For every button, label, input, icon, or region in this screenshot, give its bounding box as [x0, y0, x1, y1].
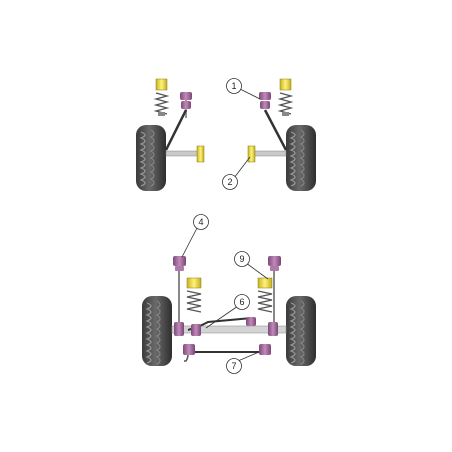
front-suspension [136, 78, 316, 191]
rear-lower-bar [183, 344, 271, 362]
callout-circle-6 [234, 294, 250, 310]
front-right-tyre-icon [286, 125, 316, 191]
front-left-tyre-icon [136, 125, 166, 191]
callout-circle-1 [226, 78, 242, 94]
callout-circle-4 [193, 214, 209, 230]
callout-label-4: 4 [198, 217, 203, 227]
callouts: 1 2 4 9 6 7 [181, 78, 269, 374]
front-right-lower-link [247, 145, 287, 163]
callout-circle-7 [226, 358, 242, 374]
rear-right-tyre-icon [286, 296, 316, 366]
front-left-spring-icon [153, 78, 170, 116]
rear-left-tyre-icon [142, 296, 172, 366]
rear-left-spring-icon [186, 277, 202, 313]
callout-circle-2 [222, 174, 238, 190]
callout-label-2: 2 [227, 177, 232, 187]
front-left-strut [164, 92, 192, 151]
rear-right-spring-icon [257, 277, 273, 313]
front-right-strut [259, 92, 288, 151]
callout-label-6: 6 [239, 297, 244, 307]
callout-label-1: 1 [231, 81, 236, 91]
callout-label-9: 9 [239, 254, 244, 264]
front-left-lower-link [165, 145, 205, 163]
front-right-spring-icon [277, 78, 294, 116]
callout-label-7: 7 [231, 361, 236, 371]
rear-suspension [142, 256, 316, 366]
rear-right-damper [268, 256, 281, 326]
callout-circle-9 [234, 251, 250, 267]
rear-left-damper [173, 256, 186, 326]
rear-axle-frame [171, 317, 287, 336]
